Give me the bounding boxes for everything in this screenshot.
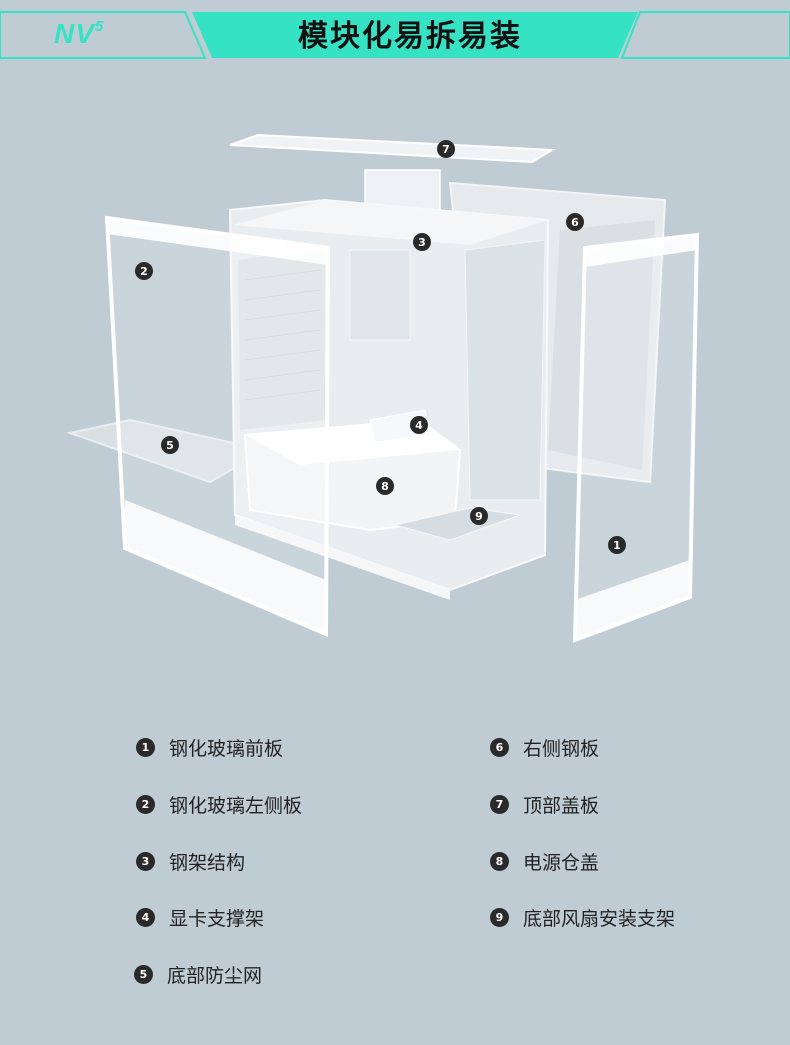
callout-8: 8 (376, 477, 394, 495)
header-banner: NV5 模块化易拆易装 (0, 0, 790, 62)
svg-text:7: 7 (442, 143, 450, 156)
callout-9: 9 (470, 507, 488, 525)
legend-badge: 6 (490, 737, 509, 757)
legend-item-5: 5 底部防尘网 (134, 961, 262, 987)
legend-label: 底部防尘网 (167, 964, 263, 987)
legend-item-7: 7 顶部盖板 (490, 791, 599, 817)
svg-text:9: 9 (475, 510, 483, 523)
callout-6: 6 (566, 213, 584, 231)
legend-label: 显卡支撑架 (169, 907, 265, 930)
legend-badge: 7 (490, 794, 509, 814)
legend-label: 底部风扇安装支架 (523, 907, 676, 930)
exploded-case-diagram: 1 2 3 4 5 6 7 8 9 (66, 133, 700, 643)
legend-label: 钢架结构 (169, 851, 246, 874)
legend-item-9: 9 底部风扇安装支架 (490, 904, 675, 930)
svg-text:5: 5 (166, 439, 174, 452)
legend-badge: 3 (136, 851, 155, 871)
legend-badge: 1 (136, 737, 155, 757)
svg-text:8: 8 (381, 480, 389, 493)
callout-1: 1 (608, 536, 626, 554)
page-title: 模块化易拆易装 (298, 19, 522, 54)
svg-text:2: 2 (140, 265, 148, 278)
legend-badge: 5 (134, 964, 153, 984)
legend-item-8: 8 电源仓盖 (490, 848, 599, 874)
legend-badge: 2 (136, 794, 155, 814)
legend-item-2: 2 钢化玻璃左侧板 (136, 791, 302, 817)
legend-item-3: 3 钢架结构 (136, 848, 245, 874)
callout-7: 7 (437, 140, 455, 158)
legend-badge: 9 (490, 907, 509, 927)
legend-label: 顶部盖板 (523, 794, 600, 817)
callout-2: 2 (135, 262, 153, 280)
banner-shape (0, 11, 790, 59)
brand-logo: NV5 (54, 17, 105, 49)
legend-label: 右侧钢板 (523, 737, 600, 760)
callout-3: 3 (413, 233, 431, 251)
legend-badge: 4 (136, 907, 155, 927)
svg-text:6: 6 (571, 216, 579, 229)
legend-label: 钢化玻璃前板 (169, 737, 284, 760)
callout-4: 4 (410, 416, 428, 434)
svg-text:1: 1 (613, 539, 621, 552)
legend-item-1: 1 钢化玻璃前板 (136, 734, 283, 760)
bottom-fan-bracket (394, 507, 521, 541)
svg-text:3: 3 (418, 236, 426, 249)
top-cover-panel (229, 133, 556, 164)
legend-badge: 8 (490, 851, 509, 871)
legend-item-6: 6 右侧钢板 (490, 734, 599, 760)
legend-label: 钢化玻璃左侧板 (169, 794, 303, 817)
callout-5: 5 (161, 436, 179, 454)
svg-text:4: 4 (415, 419, 423, 432)
legend-label: 电源仓盖 (523, 851, 600, 874)
legend-item-4: 4 显卡支撑架 (136, 904, 264, 930)
